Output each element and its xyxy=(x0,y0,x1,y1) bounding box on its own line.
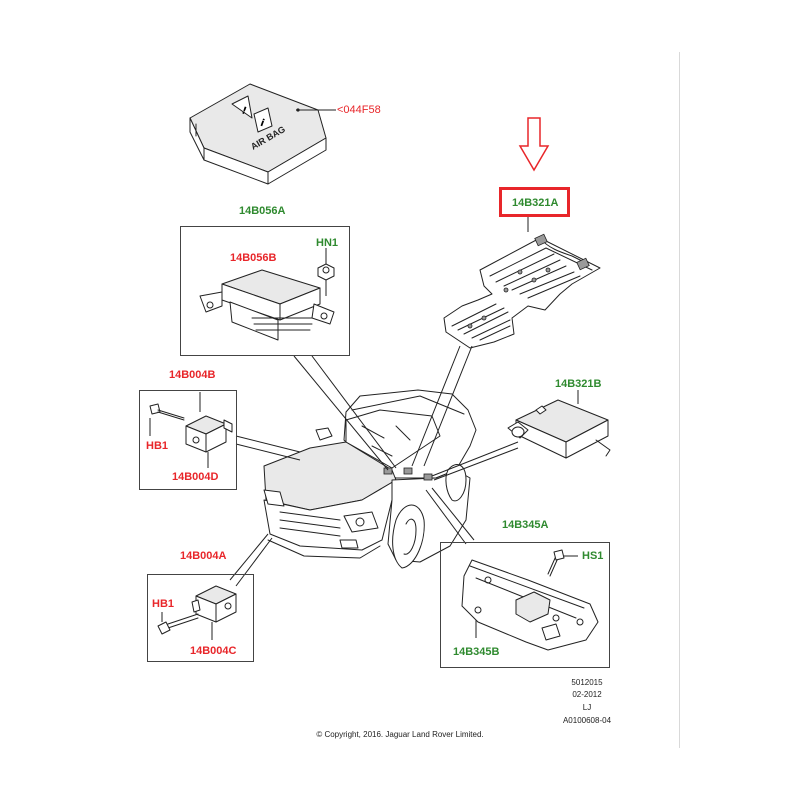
label-14b345b[interactable]: 14B345B xyxy=(453,646,500,658)
occupant-sensor-mat-drawing xyxy=(443,216,601,349)
highlight-box xyxy=(499,187,570,217)
front-sensor-drawing xyxy=(157,585,237,640)
meta-line-3: LJ xyxy=(582,703,592,712)
label-hb1-side[interactable]: HB1 xyxy=(146,440,169,452)
label-14b004c[interactable]: 14B004C xyxy=(190,645,237,657)
page-divider xyxy=(679,52,680,748)
label-14b056a[interactable]: 14B056A xyxy=(239,205,286,217)
svg-text:!: ! xyxy=(240,105,248,117)
meta-line-4: A0100608-04 xyxy=(562,716,612,725)
airbag-module-frame xyxy=(180,226,350,356)
label-14b321b[interactable]: 14B321B xyxy=(555,378,602,390)
label-14b004a[interactable]: 14B004A xyxy=(180,550,227,562)
copyright-notice: © Copyright, 2016. Jaguar Land Rover Lim… xyxy=(316,730,484,739)
front-sensor-frame xyxy=(147,574,254,662)
airbag-cover-drawing: ! i xyxy=(189,83,336,185)
label-14b004b[interactable]: 14B004B xyxy=(169,369,216,381)
bracket-frame xyxy=(440,542,610,668)
label-hn1[interactable]: HN1 xyxy=(316,237,339,249)
meta-line-2: 02-2012 xyxy=(572,690,602,699)
airbag-module-drawing xyxy=(199,248,335,341)
highlight-arrow xyxy=(518,117,550,172)
label-hb1-front[interactable]: HB1 xyxy=(152,598,175,610)
side-sensor-drawing xyxy=(149,392,233,468)
label-hs1[interactable]: HS1 xyxy=(582,550,604,562)
leader-lines xyxy=(229,345,519,587)
label-044f58[interactable]: <044F58 xyxy=(337,104,381,116)
bracket-drawing xyxy=(461,549,599,651)
svg-text:i: i xyxy=(259,118,266,130)
label-14b056b[interactable]: 14B056B xyxy=(230,252,277,264)
meta-line-1: 5012015 xyxy=(571,678,603,687)
side-sensor-frame xyxy=(139,390,237,490)
label-14b345a[interactable]: 14B345A xyxy=(502,519,549,531)
label-14b321a[interactable]: 14B321A xyxy=(512,197,559,209)
label-14b004d[interactable]: 14B004D xyxy=(172,471,219,483)
occupant-sensor-module-drawing xyxy=(507,390,611,459)
